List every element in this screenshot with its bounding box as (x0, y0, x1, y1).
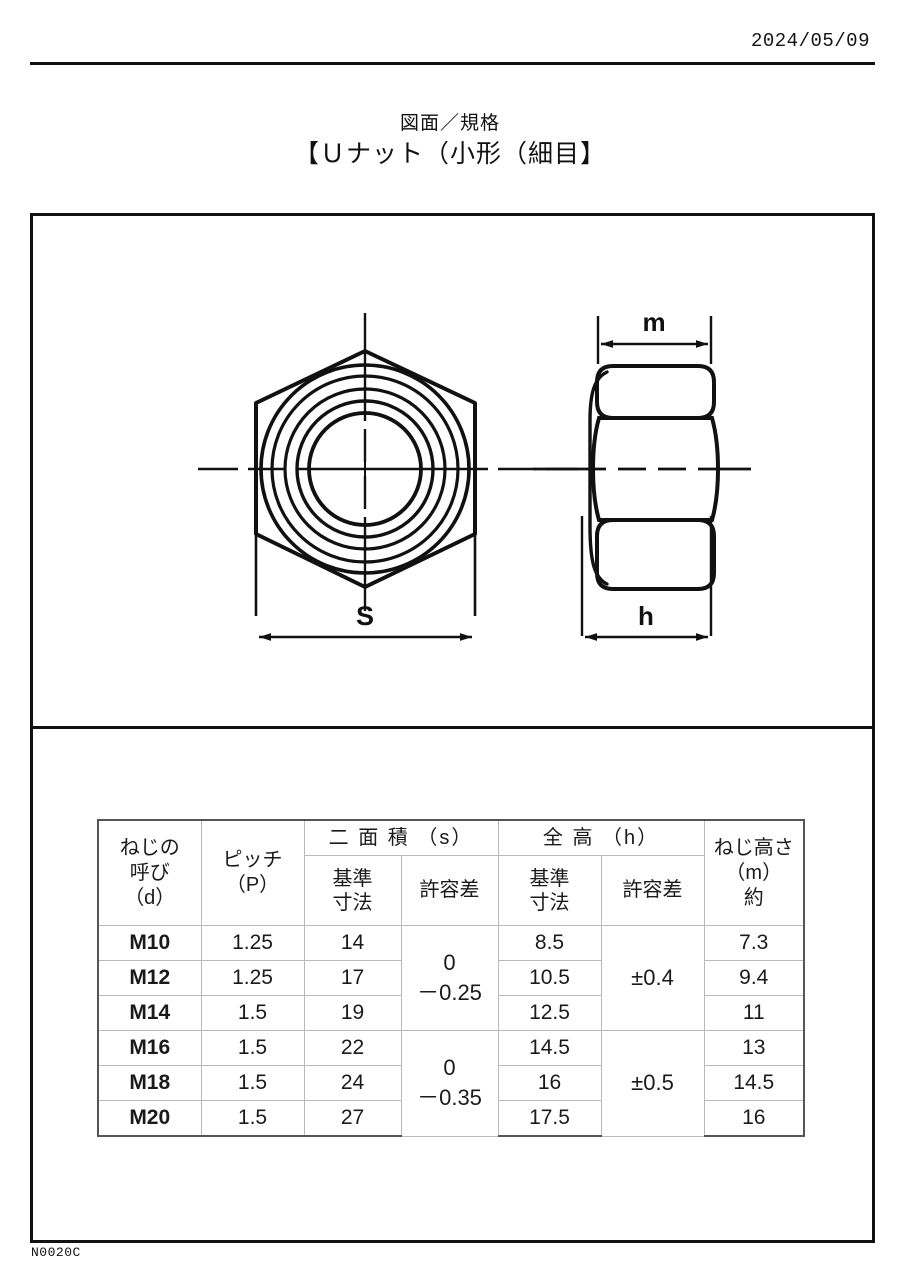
page-title-product: 【Ｕナット（小形（細目】 (293, 140, 606, 168)
cell-s-tolerance-group1-line2: －0.25 (417, 980, 482, 1005)
header-thread-height-line3: 約 (743, 886, 764, 909)
side-view-hex-nut: m h (533, 307, 751, 641)
cell-thread-height: 7.3 (703, 925, 806, 961)
frame-section-divider (33, 726, 872, 729)
bore-circle (307, 411, 423, 527)
chamfer-circle-second (270, 374, 460, 564)
cell-s-basic: 27 (303, 1100, 402, 1137)
table-row: M18 1.5 24 16 14.5 (97, 1065, 806, 1101)
cell-pitch: 1.25 (200, 925, 305, 961)
header-thread-name-line1: ねじの (119, 836, 180, 859)
s-extension-lines (254, 534, 477, 616)
hex-outline (254, 349, 477, 589)
header-s-tolerance: 許容差 (400, 855, 499, 926)
header-s-basic-line1: 基準 (332, 867, 373, 890)
thread-root-circle (295, 399, 435, 539)
header-h-basic-line2: 寸法 (529, 891, 570, 914)
cell-s-basic: 24 (303, 1065, 402, 1101)
cell-thread-name: M16 (97, 1030, 202, 1066)
h-extension-lines (580, 516, 713, 636)
cell-h-basic: 14.5 (497, 1030, 602, 1066)
s-dimension-label: S (356, 601, 374, 631)
cell-thread-height: 14.5 (703, 1065, 806, 1101)
h-dimension-label: h (638, 601, 654, 631)
cell-s-basic: 17 (303, 960, 402, 996)
header-pitch: ピッチ （P） (200, 819, 305, 926)
table-row: M16 1.5 22 0 －0.35 14.5 ±0.5 13 (97, 1030, 806, 1137)
cell-pitch: 1.5 (200, 1030, 305, 1066)
specification-table: ねじの 呼び （d） ピッチ （P） 二 面 積 （s） 全 高 （h） ねじ高… (97, 819, 806, 1137)
m-extension-lines (596, 316, 713, 364)
table-row: M20 1.5 27 17.5 16 (97, 1100, 806, 1137)
header-divider-rule (30, 62, 875, 65)
page-title-category: 図面／規格 (399, 113, 500, 134)
cell-pitch: 1.5 (200, 1065, 305, 1101)
document-date: 2024/05/09 (750, 30, 870, 52)
cell-thread-height: 9.4 (703, 960, 806, 996)
header-s-basic-line2: 寸法 (332, 891, 373, 914)
table-row: M14 1.5 19 12.5 11 (97, 995, 806, 1031)
header-pitch-line1: ピッチ (222, 849, 283, 871)
cell-s-basic: 19 (303, 995, 402, 1031)
table-header-row-top: ねじの 呼び （d） ピッチ （P） 二 面 積 （s） 全 高 （h） ねじ高… (97, 819, 806, 926)
header-thread-height-line2: （m） (725, 861, 783, 884)
cell-s-basic: 14 (303, 925, 402, 961)
page-title: 図面／規格 【Ｕナット（小形（細目】 (0, 110, 900, 171)
m-dimension-label: m (642, 307, 665, 337)
cell-thread-height: 16 (703, 1100, 806, 1137)
cell-thread-name: M18 (97, 1065, 202, 1101)
cell-s-tolerance-group2-line1: 0 (443, 1055, 456, 1081)
chamfer-circle-outer (259, 363, 471, 575)
header-s-basic: 基準 寸法 (303, 855, 402, 926)
cell-s-tolerance-group1: 0 －0.25 (400, 925, 499, 1031)
side-view-top-band (595, 364, 716, 420)
cell-thread-height: 13 (703, 1030, 806, 1066)
header-thread-height: ねじ高さ （m） 約 (703, 819, 806, 926)
thread-crest-circle (283, 387, 447, 551)
front-view-hex-nut: S (198, 313, 578, 641)
cell-h-basic: 17.5 (497, 1100, 602, 1137)
table-row: M12 1.25 17 10.5 9.4 (97, 960, 806, 996)
specification-table-container: ねじの 呼び （d） ピッチ （P） 二 面 積 （s） 全 高 （h） ねじ高… (97, 819, 806, 1137)
header-h-basic: 基準 寸法 (497, 855, 602, 926)
technical-drawing-area: S m h (33, 216, 872, 726)
cell-thread-name: M14 (97, 995, 202, 1031)
drawing-frame: S m h (30, 213, 875, 1243)
table-row: M10 1.25 14 0 －0.25 8.5 ±0.4 7.3 (97, 925, 806, 1031)
cell-h-basic: 16 (497, 1065, 602, 1101)
side-view-bottom-band (595, 518, 716, 591)
cell-thread-height: 11 (703, 995, 806, 1031)
header-thread-name-line3: （d） (124, 886, 176, 909)
cell-pitch: 1.5 (200, 1100, 305, 1137)
cell-h-basic: 12.5 (497, 995, 602, 1031)
header-total-height: 全 高 （h） (497, 819, 705, 856)
center-mark-cross (353, 457, 377, 481)
cell-thread-name: M12 (97, 960, 202, 996)
cell-thread-name: M20 (97, 1100, 202, 1137)
cell-pitch: 1.5 (200, 995, 305, 1031)
header-thread-name: ねじの 呼び （d） (97, 819, 202, 926)
header-thread-name-line2: 呼び (129, 861, 170, 884)
document-code: N0020C (31, 1245, 81, 1260)
cell-h-basic: 10.5 (497, 960, 602, 996)
cell-pitch: 1.25 (200, 960, 305, 996)
cell-thread-name: M10 (97, 925, 202, 961)
table-header-row-sub: 基準 寸法 許容差 基準 寸法 許容差 (98, 855, 804, 926)
header-thread-height-line1: ねじ高さ (713, 836, 794, 859)
cell-s-tolerance-group2-line2: －0.35 (417, 1085, 482, 1111)
header-pitch-line2: （P） (225, 874, 280, 896)
table-header: ねじの 呼び （d） ピッチ （P） 二 面 積 （s） 全 高 （h） ねじ高… (97, 819, 806, 926)
header-h-basic-line1: 基準 (529, 867, 570, 890)
cell-s-tolerance-group2: 0 －0.35 (400, 1030, 499, 1137)
cell-h-tolerance-group1: ±0.4 (600, 925, 705, 1031)
header-h-tolerance: 許容差 (600, 855, 705, 926)
table-body: M10 1.25 14 0 －0.25 8.5 ±0.4 7.3 M12 1.2… (97, 925, 806, 1137)
cell-h-tolerance-group2: ±0.5 (600, 1030, 705, 1137)
header-width-across-flats: 二 面 積 （s） (303, 819, 499, 856)
cell-s-basic: 22 (303, 1030, 402, 1066)
cell-h-basic: 8.5 (497, 925, 602, 961)
cell-s-tolerance-group1-line1: 0 (443, 950, 456, 975)
